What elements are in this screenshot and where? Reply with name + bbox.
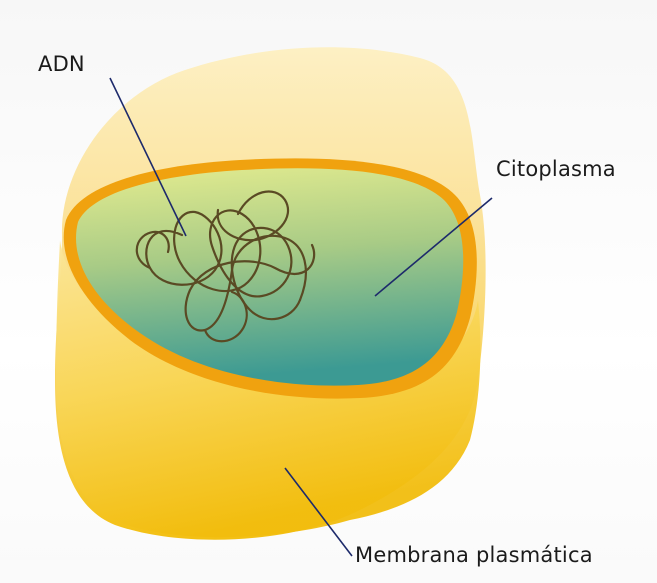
- label-adn: ADN: [38, 52, 85, 76]
- label-citoplasma: Citoplasma: [496, 157, 616, 181]
- label-membrana-plasmatica: Membrana plasmática: [355, 543, 593, 567]
